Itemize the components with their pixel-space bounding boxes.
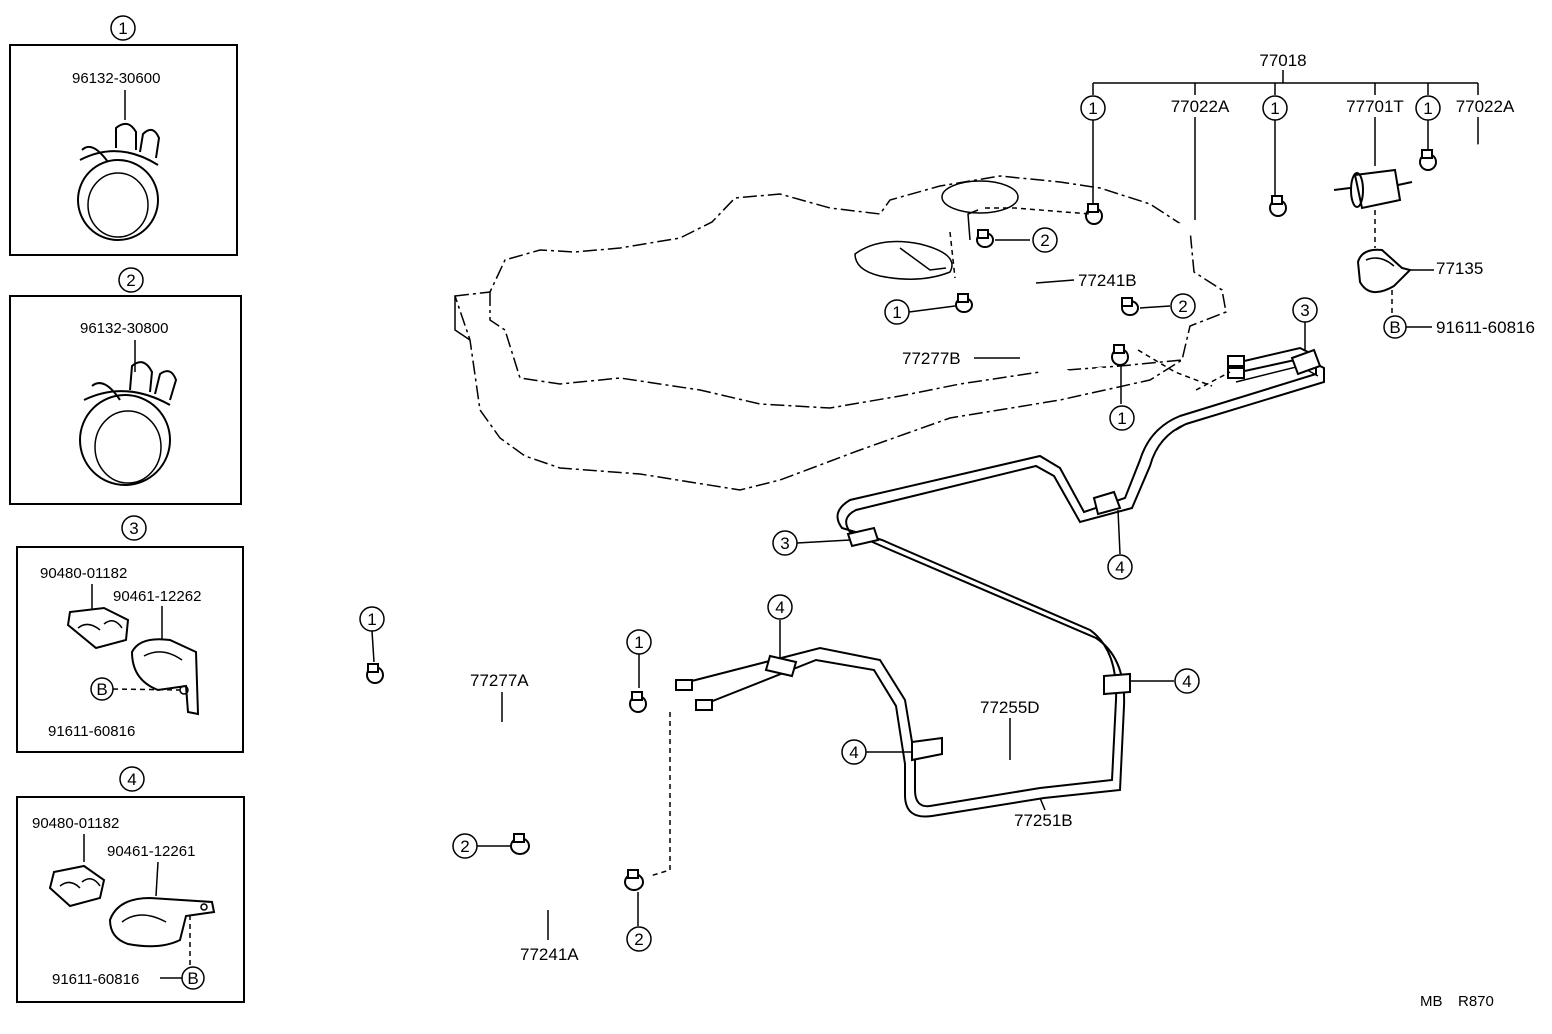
detail-box-3-number: 3 — [129, 519, 138, 538]
detail-box-4-part-b: 90461-12261 — [107, 843, 195, 860]
callout-circle-1 — [1109, 405, 1135, 431]
tube-clamp-icon — [911, 736, 943, 762]
tube-clamp-icon — [1092, 490, 1122, 516]
label-77018: 77018 — [1259, 51, 1306, 70]
hose-clamp-icon — [79, 361, 178, 486]
callout-circle-1 — [110, 15, 136, 41]
fuel-filter-icon — [1333, 168, 1413, 210]
callout-1: 1 — [1117, 409, 1126, 428]
hose-clamp-icon — [629, 691, 647, 713]
hose-clamp-icon — [1121, 297, 1139, 316]
detail-box-4-frame — [16, 796, 245, 1003]
detail-box-1-number: 1 — [118, 19, 127, 38]
label-77277B: 77277B — [902, 349, 961, 368]
hose-clamp-icon — [1419, 149, 1437, 171]
label-77241B: 77241B — [1078, 271, 1137, 290]
detail-box-3-bolt-part: 91611-60816 — [48, 723, 135, 740]
detail-box-2-number: 2 — [126, 271, 135, 290]
footer-code: MB — [1420, 993, 1443, 1010]
callout-circle-2 — [626, 926, 652, 952]
callout-4: 4 — [1115, 558, 1124, 577]
hose-clamp-icon — [77, 122, 161, 241]
detail-box-4-bolt-mark: B — [187, 969, 198, 988]
detail-box-4: 4 90480-01182 90461-12261 B 91611-60816 — [16, 766, 245, 1003]
callout-circle-2 — [1170, 293, 1196, 319]
label-77255D: 77255D — [980, 698, 1040, 717]
tube-clamp-icon — [1290, 348, 1322, 376]
assembly-77018: 77018 1 77022A 1 77701T 1 77022A — [1080, 51, 1535, 339]
callout-circle-4 — [1174, 668, 1200, 694]
label-77022A-1: 77022A — [1171, 97, 1230, 116]
hose-clamp-icon — [1111, 344, 1129, 366]
tube-clip-icon — [66, 606, 130, 650]
hose-clamp-icon — [1269, 195, 1287, 217]
callout-1: 1 — [634, 633, 643, 652]
label-77241A: 77241A — [520, 945, 579, 964]
detail-box-1-part: 96132-30600 — [72, 70, 160, 87]
hose-clamp-icon — [976, 229, 994, 248]
tube-fitting-icon — [1227, 355, 1245, 379]
label-91611-60816: 91611-60816 — [1436, 318, 1535, 337]
callout-2: 2 — [460, 837, 469, 856]
callout-circle-4 — [841, 739, 867, 765]
detail-box-2-frame — [9, 295, 242, 505]
callout-1: 1 — [367, 610, 376, 629]
callout-circle-2 — [1032, 227, 1058, 253]
tube-clamp-icon — [1103, 672, 1131, 696]
bolt-mark: B — [1389, 318, 1400, 337]
callout-circle-2 — [118, 267, 144, 293]
label-77251B: 77251B — [1014, 811, 1073, 830]
detail-box-4-part-a: 90480-01182 — [32, 815, 119, 832]
callout-1: 1 — [1423, 99, 1432, 118]
callout-1: 1 — [892, 303, 901, 322]
callout-circle-3 — [772, 530, 798, 556]
callout-2: 2 — [634, 930, 643, 949]
hose-clamp-icon — [510, 833, 530, 855]
label-77022A-2: 77022A — [1456, 97, 1515, 116]
callout-circle-4 — [1107, 554, 1133, 580]
detail-box-1-frame — [9, 44, 238, 256]
detail-box-2-part: 96132-30800 — [80, 320, 168, 337]
filter-bracket-icon — [1356, 248, 1412, 293]
label-77135: 77135 — [1436, 259, 1483, 278]
tube-clamp-bracket-icon — [130, 638, 200, 716]
detail-box-3-part-a: 90480-01182 — [40, 565, 127, 582]
callout-1: 1 — [1088, 99, 1097, 118]
label-77277A: 77277A — [470, 671, 529, 690]
detail-box-1: 1 96132-30600 — [9, 15, 238, 256]
detail-box-2: 2 96132-30800 — [9, 267, 242, 505]
callout-4: 4 — [849, 743, 858, 762]
tube-fitting-icon — [675, 679, 713, 711]
tube-clip-icon — [48, 864, 106, 908]
hose-clamp-icon — [955, 293, 973, 313]
callout-4: 4 — [775, 598, 784, 617]
callout-3: 3 — [1300, 301, 1309, 320]
callout-circle-4 — [119, 766, 145, 792]
callout-circle-3 — [121, 515, 147, 541]
callout-circle-3 — [1292, 297, 1318, 323]
detail-box-3: 3 90480-01182 90461-12262 B 91611-60816 — [16, 515, 244, 753]
fuel-tank-outline — [453, 175, 1227, 491]
footer-page: R870 — [1458, 993, 1494, 1010]
detail-box-4-bolt-part: 91611-60816 — [52, 971, 139, 988]
tube-clamp-icon — [846, 526, 880, 548]
callout-3: 3 — [780, 534, 789, 553]
callout-2: 2 — [1040, 231, 1049, 250]
tube-clamp-icon — [764, 654, 798, 678]
detail-box-3-part-b: 90461-12262 — [113, 588, 201, 605]
callout-circle-4 — [767, 594, 793, 620]
detail-box-4-number: 4 — [127, 770, 136, 789]
detail-box-3-frame — [16, 546, 244, 753]
hose-clamp-icon — [366, 663, 384, 684]
fuel-tube-assembly — [675, 346, 1325, 818]
callout-1: 1 — [1270, 99, 1279, 118]
callout-4: 4 — [1182, 672, 1191, 691]
detail-box-3-bolt-mark: B — [96, 680, 107, 699]
callout-2: 2 — [1178, 297, 1187, 316]
label-77701T: 77701T — [1346, 97, 1404, 116]
tube-clamp-bracket-icon — [108, 896, 216, 948]
hose-clamp-icon — [624, 869, 644, 891]
hose-clamp-icon — [1085, 203, 1103, 225]
